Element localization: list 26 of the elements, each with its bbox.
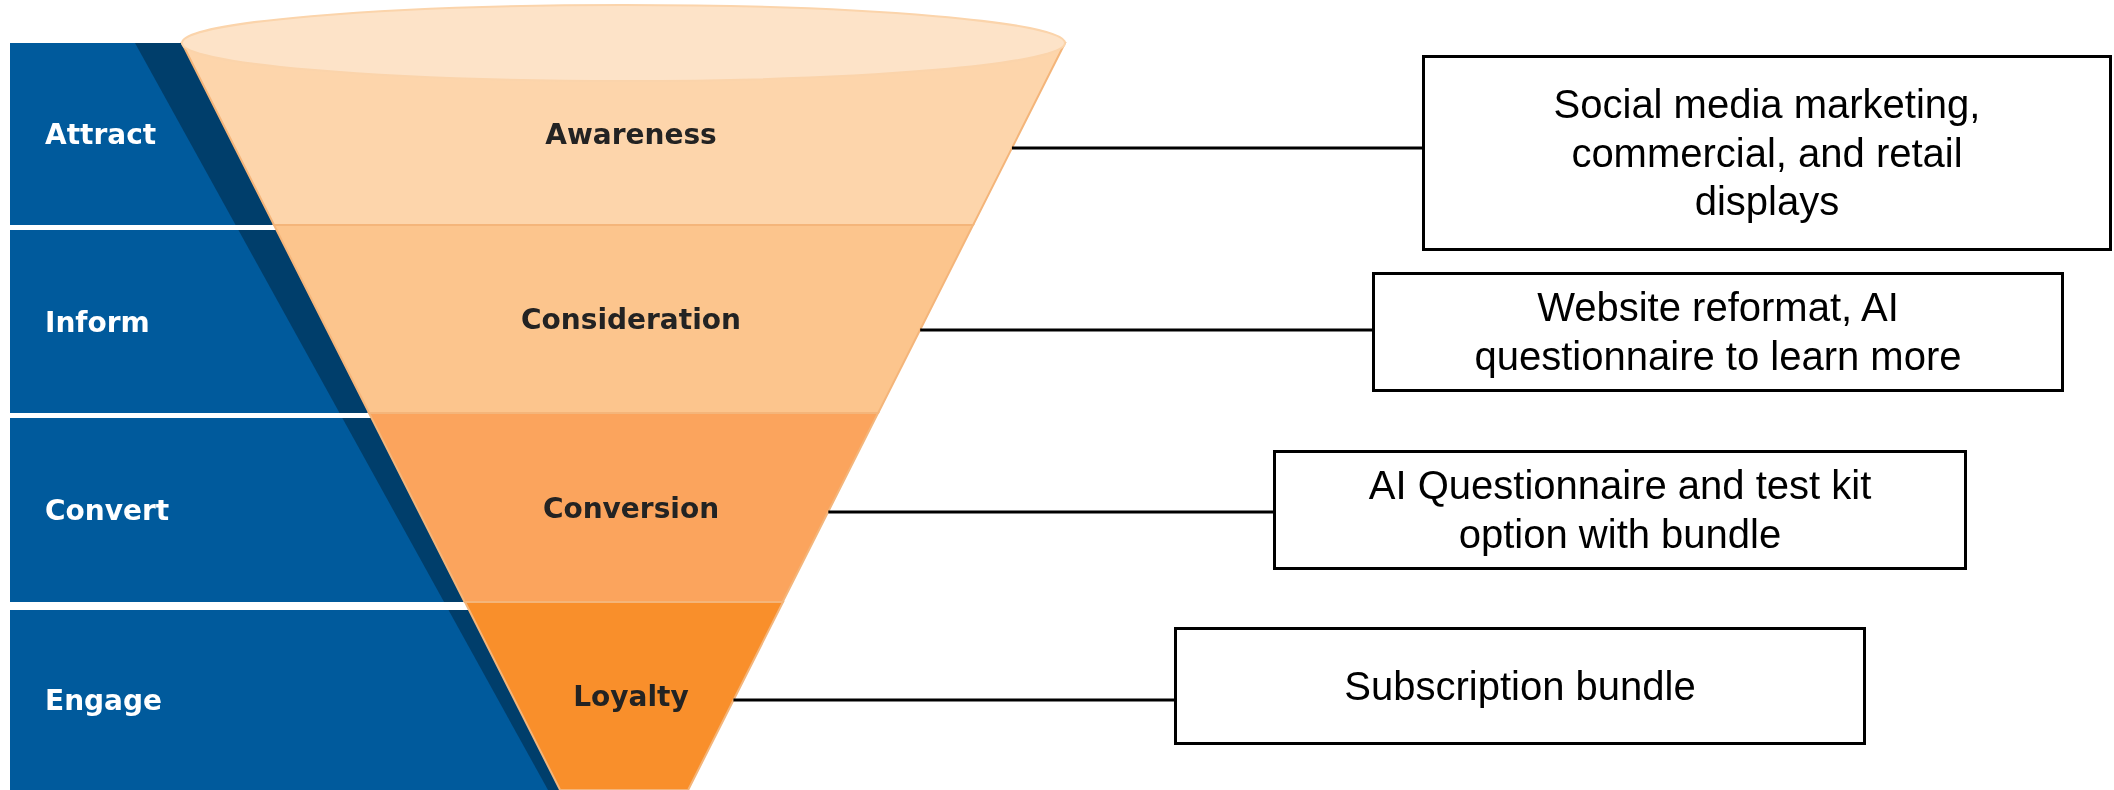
connector-line: [1012, 146, 1422, 150]
stage-label: Engage: [45, 683, 163, 717]
funnel-layer: [182, 5, 1065, 225]
description-box: [1273, 450, 1967, 570]
description-box: [1174, 627, 1866, 745]
connector-line: [733, 698, 1174, 702]
stage-label: Loyalty: [573, 679, 689, 713]
description-text: Website reformat, AI questionnaire to learn more: [1473, 284, 1963, 380]
funnel-layer: [464, 602, 783, 790]
stage-label: Convert: [45, 493, 170, 527]
stage-band: [10, 610, 560, 790]
funnel-layer: [369, 413, 879, 602]
stage-label: Attract: [45, 117, 157, 151]
connector-line: [920, 328, 1372, 332]
stage-band: [10, 418, 465, 602]
description-text: Social media marketing, commercial, and retail displays: [1552, 80, 1982, 226]
description-text: AI Questionnaire and test kit option with bundle: [1367, 462, 1873, 558]
description-box: [1372, 272, 2064, 392]
connector-line: [828, 510, 1273, 514]
funnel-layer: [274, 225, 974, 413]
description-text: Subscription bundle: [1344, 662, 1696, 710]
stage-label: Consideration: [521, 302, 741, 336]
description-box: [1422, 55, 2112, 251]
stage-label: Conversion: [542, 491, 720, 524]
stage-label: Inform: [45, 305, 150, 338]
stage-label: Awareness: [545, 117, 717, 151]
